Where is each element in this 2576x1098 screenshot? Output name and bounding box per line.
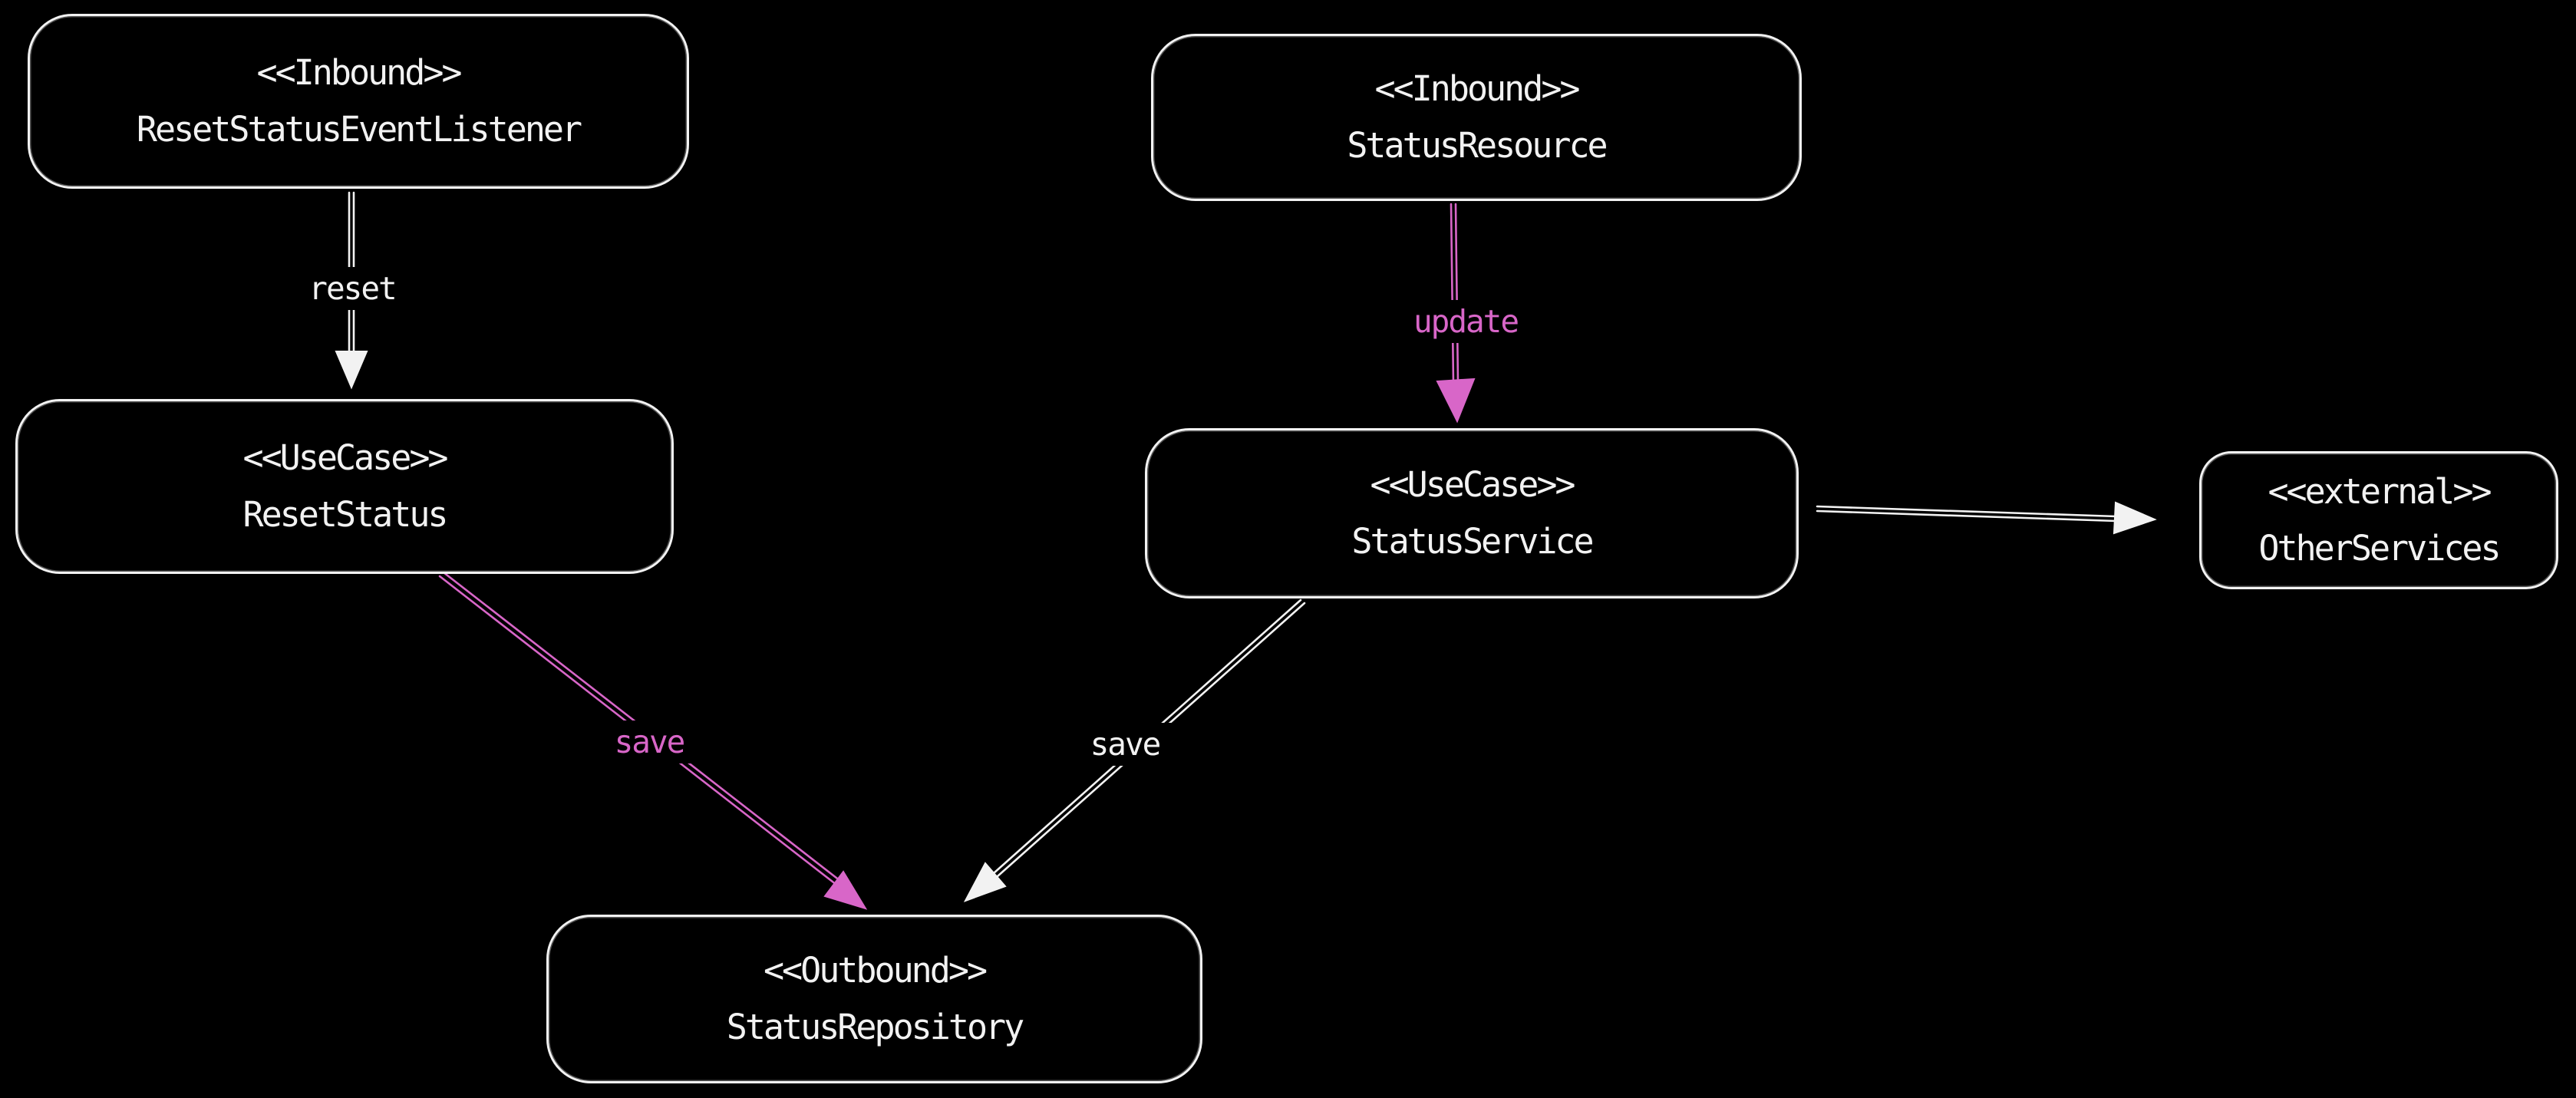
edge-label-save-from-reset-status: save [602,720,697,763]
node-status-repository: <<Outbound>> StatusRepository [546,915,1202,1083]
arrowhead [2113,501,2157,535]
node-name: ResetStatus [242,494,448,535]
node-stereotype: <<UseCase>> [1370,464,1575,505]
arrow-to-other-services [1816,501,2157,535]
edge-label-update: update [1400,300,1531,343]
node-stereotype: <<Outbound>> [763,950,988,991]
node-reset-status: <<UseCase>> ResetStatus [15,399,674,574]
node-status-service: <<UseCase>> StatusService [1145,428,1799,598]
arrowhead [335,351,368,390]
node-reset-status-event-listener: <<Inbound>> ResetStatusEventListener [28,14,689,189]
node-name: StatusService [1351,521,1594,562]
node-stereotype: <<UseCase>> [242,437,448,478]
node-other-services: <<external>> OtherServices [2199,451,2558,589]
edge-label-reset: reset [296,267,408,310]
node-name: StatusResource [1347,125,1608,166]
node-stereotype: <<Inbound>> [1374,68,1580,109]
arrowhead [963,862,1007,902]
node-status-resource: <<Inbound>> StatusResource [1151,34,1802,201]
node-name: OtherServices [2258,528,2501,569]
edge-label-save-from-status-service: save [1077,723,1173,766]
node-stereotype: <<Inbound>> [256,52,462,93]
node-name: ResetStatusEventListener [136,109,582,150]
node-name: StatusRepository [726,1007,1024,1047]
arrowhead [823,870,868,910]
node-stereotype: <<external>> [2268,471,2492,512]
arrowhead [1436,378,1476,424]
